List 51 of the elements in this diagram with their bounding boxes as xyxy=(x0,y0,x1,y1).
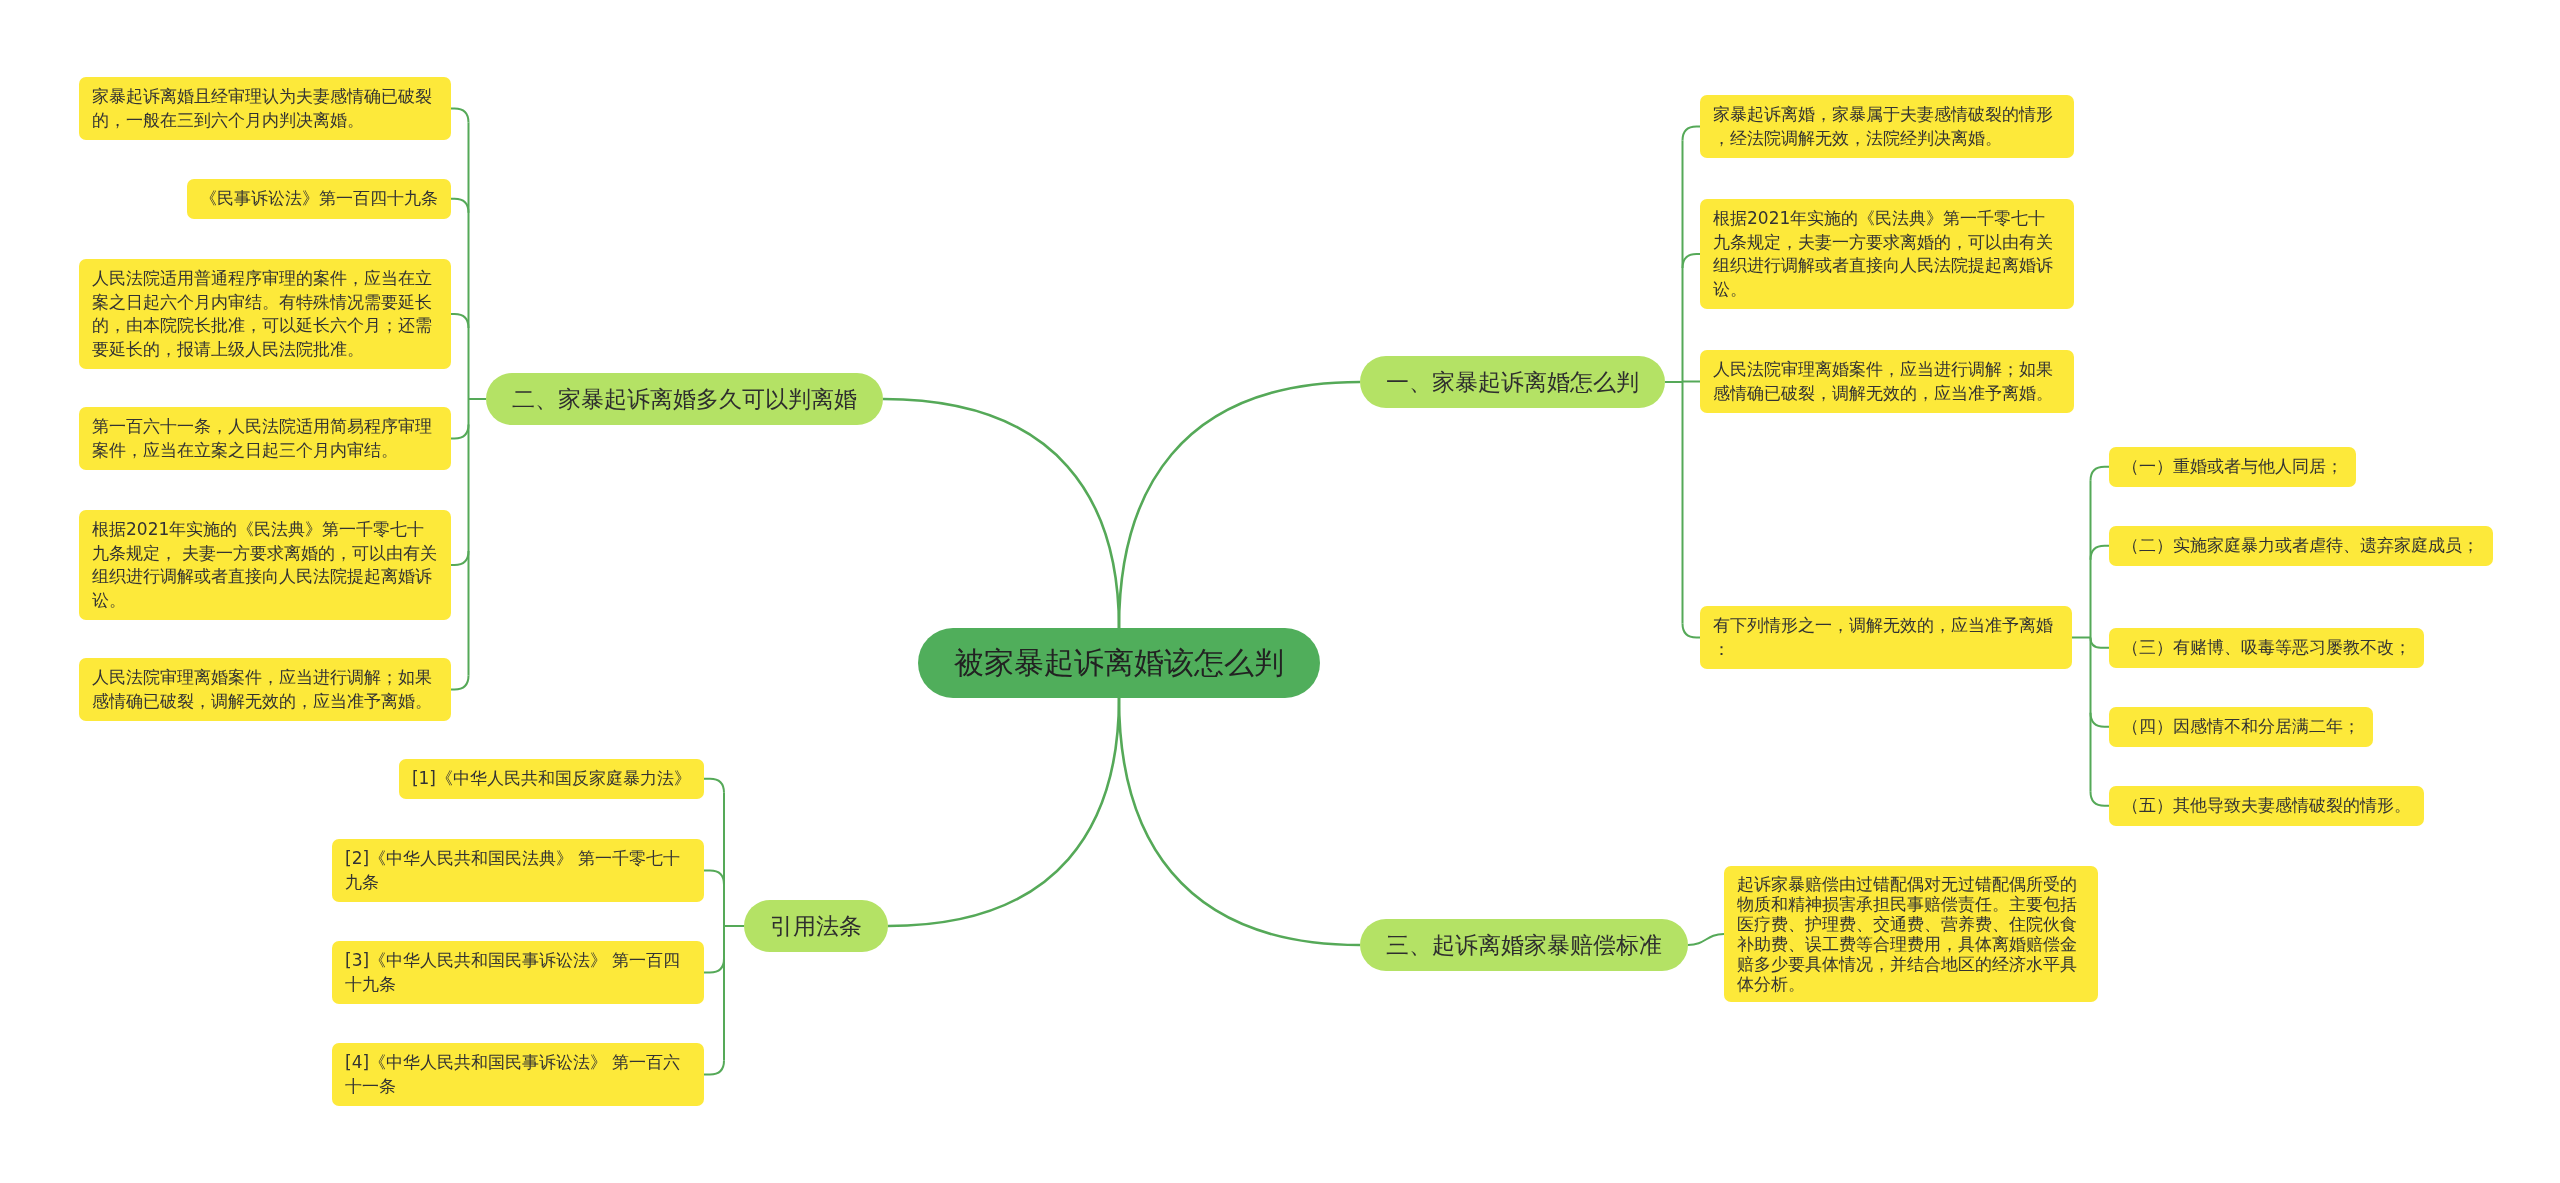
connector-line xyxy=(2089,711,2110,728)
branch-topic: 一、家暴起诉离婚怎么判 xyxy=(1360,356,1665,408)
note-card: [2]《中华人民共和国民法典》 第一千零七十九条 xyxy=(332,839,704,902)
connector-line xyxy=(2089,544,2110,561)
note-card: [1]《中华人民共和国反家庭暴力法》 xyxy=(398,759,704,799)
note-card: 人民法院审理离婚案件，应当进行调解；如果感情确已破裂，调解无效的，应当准予离婚。 xyxy=(1700,350,2074,413)
connector-line xyxy=(723,791,745,1062)
note-card: （三）有赌博、吸毒等恶习屡教不改； xyxy=(2109,628,2424,668)
note-card: 有下列情形之一，调解无效的，应当准予离婚： xyxy=(1700,606,2072,669)
connector-line xyxy=(1664,139,1684,625)
connector-line xyxy=(450,674,470,691)
central-topic: 被家暴起诉离婚该怎么判 xyxy=(918,628,1320,698)
note-card: 人民法院适用普通程序审理的案件，应当在立案之日起六个月内审结。有特殊情况需要延长的，由本院院长批准，可以延长六个月；还需要延长的，报请上级人民法院批准。 xyxy=(79,259,451,369)
branch-topic: 引用法条 xyxy=(744,900,888,952)
note-card: （四）因感情不和分居满二年； xyxy=(2109,707,2373,747)
connector-line xyxy=(1117,380,1361,629)
note-card: 家暴起诉离婚，家暴属于夫妻感情破裂的情形，经法院调解无效，法院经判决离婚。 xyxy=(1700,95,2074,158)
connector-line xyxy=(467,121,487,677)
connector-line xyxy=(450,423,470,440)
note-card: （一）重婚或者与他人同居； xyxy=(2109,447,2356,487)
connector-line xyxy=(450,197,470,214)
note-card: （五）其他导致夫妻感情破裂的情形。 xyxy=(2109,786,2424,826)
note-card: 家暴起诉离婚且经审理认为夫妻感情确已破裂的，一般在三到六个月内判决离婚。 xyxy=(79,77,451,140)
connector-line xyxy=(450,550,470,566)
connector-line xyxy=(703,869,725,886)
note-card: 根据2021年实施的《民法典》第一千零七十九条规定， 夫妻一方要求离婚的，可以由有关组织进行调解或者直接向人民法院提起离婚诉讼。 xyxy=(79,510,451,620)
connector-line xyxy=(1681,253,1701,269)
connector-line xyxy=(2071,479,2092,793)
note-card: 起诉家暴赔偿由过错配偶对无过错配偶所受的物质和精神损害承担民事赔偿责任。主要包括医疗费、护理费、交通费、营养费、住院伙食补助费、误工费等合理费用，具体离婚赔偿金赔多少要具体情况，并结合地区的经济水平具体分析。 xyxy=(1724,866,2098,1002)
connector-line xyxy=(2089,465,2110,482)
connector-line xyxy=(2089,790,2110,807)
note-card: [3]《中华人民共和国民事诉讼法》 第一百四十九条 xyxy=(332,941,704,1004)
connector-line xyxy=(703,777,725,794)
note-card: [4]《中华人民共和国民事诉讼法》 第一百六十一条 xyxy=(332,1043,704,1106)
note-card: 《民事诉讼法》第一百四十九条 xyxy=(187,179,451,219)
note-card: 根据2021年实施的《民法典》第一千零七十九条规定，夫妻一方要求离婚的，可以由有关组织进行调解或者直接向人民法院提起离婚诉讼。 xyxy=(1700,199,2074,309)
connector-line xyxy=(1681,380,1701,383)
connector-line xyxy=(450,107,470,124)
connector-line xyxy=(2089,636,2110,649)
connector-line xyxy=(703,1059,725,1076)
connector-line xyxy=(1681,622,1701,639)
branch-topic: 三、起诉离婚家暴赔偿标准 xyxy=(1360,919,1688,971)
connector-line xyxy=(1117,697,1361,947)
connector-line xyxy=(1687,933,1725,946)
note-card: 第一百六十一条，人民法院适用简易程序审理案件，应当在立案之日起三个月内审结。 xyxy=(79,407,451,470)
branch-topic: 二、家暴起诉离婚多久可以判离婚 xyxy=(486,373,883,425)
connector-line xyxy=(1681,125,1701,142)
note-card: （二）实施家庭暴力或者虐待、遗弃家庭成员； xyxy=(2109,526,2493,566)
connector-line xyxy=(703,957,725,974)
note-card: 人民法院审理离婚案件，应当进行调解；如果感情确已破裂，调解无效的，应当准予离婚。 xyxy=(79,658,451,721)
connector-line xyxy=(450,313,470,329)
